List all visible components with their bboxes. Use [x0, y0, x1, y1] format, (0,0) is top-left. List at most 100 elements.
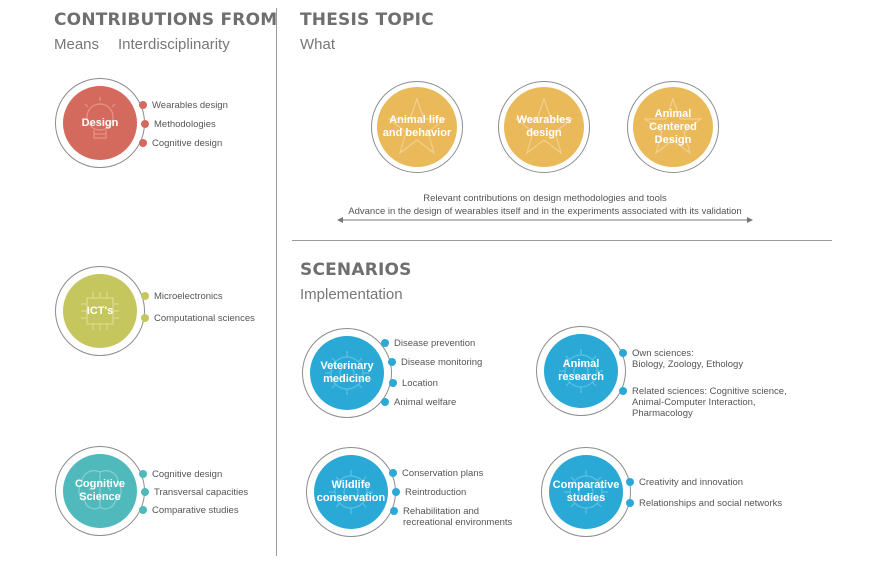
design-item: Wearables design	[139, 100, 228, 111]
bullet-dot	[619, 387, 627, 395]
item-text: Cognitive design	[152, 469, 223, 480]
wildlife-item: Conservation plans	[389, 468, 484, 479]
item-text: Location	[402, 378, 438, 389]
icts-label: ICT's	[86, 304, 114, 317]
item-text: Rehabilitation and recreational environm…	[403, 506, 513, 528]
animal-research-node: Animal research	[544, 334, 618, 408]
item-text: Conservation plans	[402, 468, 484, 479]
gear-icon	[564, 470, 608, 514]
animal-research-item: Own sciences: Biology, Zoology, Ethology	[619, 348, 744, 370]
bullet-dot	[388, 358, 396, 366]
bullet-dot	[139, 470, 147, 478]
bullet-dot	[141, 292, 149, 300]
scenarios-title: SCENARIOS	[300, 260, 412, 280]
item-text: Methodologies	[154, 119, 216, 130]
chip-icon	[81, 292, 119, 330]
design-label: Design	[81, 116, 119, 129]
comparative-node: Comparative studies	[549, 455, 623, 529]
bullet-dot	[139, 139, 147, 147]
means-subtitle: Means	[54, 36, 100, 53]
gear-icon	[329, 470, 373, 514]
star-icon	[387, 97, 447, 155]
item-text: Own sciences: Biology, Zoology, Ethology	[632, 348, 744, 370]
wildlife-node: Wildlife conservation	[314, 455, 388, 529]
bullet-dot	[626, 478, 634, 486]
item-text: Reintroduction	[405, 487, 467, 498]
gear-icon	[325, 351, 369, 395]
bullet-dot	[389, 379, 397, 387]
topic-disc: Animal Centered Design	[633, 87, 713, 167]
veterinary-item: Disease monitoring	[388, 357, 483, 368]
veterinary-item: Disease prevention	[381, 338, 476, 349]
topic-label: Wearables design	[516, 114, 572, 139]
contributions-title: CONTRIBUTIONS FROM	[54, 10, 278, 30]
topic-wearables: Wearables design	[498, 81, 590, 173]
item-text: Disease prevention	[394, 338, 476, 349]
design-item: Methodologies	[141, 119, 216, 130]
bullet-dot	[390, 507, 398, 515]
wildlife-label: Wildlife conservation	[316, 479, 386, 504]
comparative-item: Relationships and social networks	[626, 498, 783, 509]
item-text: Creativity and innovation	[639, 477, 744, 488]
bullet-dot	[619, 349, 627, 357]
veterinary-item: Location	[389, 378, 438, 389]
topic-animal-life: Animal life and behavior	[371, 81, 463, 173]
item-text: Animal welfare	[394, 397, 457, 408]
comparative-label: Comparative studies	[552, 479, 620, 504]
veterinary-node: Veterinary medicine	[310, 336, 384, 410]
comparative-item: Creativity and innovation	[626, 477, 744, 488]
cognitive-item: Transversal capacities	[141, 487, 249, 498]
star-icon	[514, 97, 574, 155]
animal-research-item: Related sciences: Cognitive science, Ani…	[619, 386, 787, 419]
topic-label: Animal life and behavior	[382, 114, 452, 139]
item-text: Relationships and social networks	[639, 498, 783, 509]
interdisciplinarity-subtitle: Interdisciplinarity	[118, 36, 230, 53]
brain-icon	[78, 470, 122, 510]
bullet-dot	[392, 488, 400, 496]
item-text: Computational sciences	[154, 313, 255, 324]
bullet-dot	[139, 506, 147, 514]
vertical-divider	[276, 8, 277, 556]
thesis-title: THESIS TOPIC	[300, 10, 434, 30]
bullet-dot	[141, 314, 149, 322]
cognitive-item: Comparative studies	[139, 505, 239, 516]
icts-item: Microelectronics	[141, 291, 223, 302]
topic-disc: Animal life and behavior	[377, 87, 457, 167]
double-arrow	[337, 217, 753, 223]
item-text: Transversal capacities	[154, 487, 249, 498]
item-text: Cognitive design	[152, 138, 223, 149]
horizontal-divider	[292, 240, 832, 241]
animal-research-label: Animal research	[558, 358, 604, 383]
note-contributions: Relevant contributions on design methodo…	[423, 193, 667, 204]
bullet-dot	[626, 499, 634, 507]
bullet-dot	[381, 398, 389, 406]
veterinary-item: Animal welfare	[381, 397, 457, 408]
gear-icon	[559, 349, 603, 393]
lightbulb-icon	[84, 97, 116, 139]
star-icon	[643, 97, 703, 155]
bullet-dot	[141, 120, 149, 128]
bullet-dot	[139, 101, 147, 109]
icts-item: Computational sciences	[141, 313, 255, 324]
what-subtitle: What	[300, 36, 336, 53]
item-text: Related sciences: Cognitive science, Ani…	[632, 386, 787, 419]
item-text: Disease monitoring	[401, 357, 483, 368]
bullet-dot	[389, 469, 397, 477]
bullet-dot	[381, 339, 389, 347]
topic-animal-centered: Animal Centered Design	[627, 81, 719, 173]
cognitive-node: Cognitive Science	[63, 454, 137, 528]
topic-label: Animal Centered Design	[649, 107, 697, 146]
design-node: Design	[63, 86, 137, 160]
veterinary-label: Veterinary medicine	[320, 360, 374, 385]
note-advance: Advance in the design of wearables itsel…	[348, 206, 742, 217]
item-text: Microelectronics	[154, 291, 223, 302]
wildlife-item: Rehabilitation and recreational environm…	[390, 506, 513, 528]
wildlife-item: Reintroduction	[392, 487, 467, 498]
item-text: Comparative studies	[152, 505, 239, 516]
implementation-subtitle: Implementation	[300, 286, 403, 303]
topic-disc: Wearables design	[504, 87, 584, 167]
icts-node: ICT's	[63, 274, 137, 348]
cognitive-label: Cognitive Science	[74, 478, 126, 503]
item-text: Wearables design	[152, 100, 228, 111]
